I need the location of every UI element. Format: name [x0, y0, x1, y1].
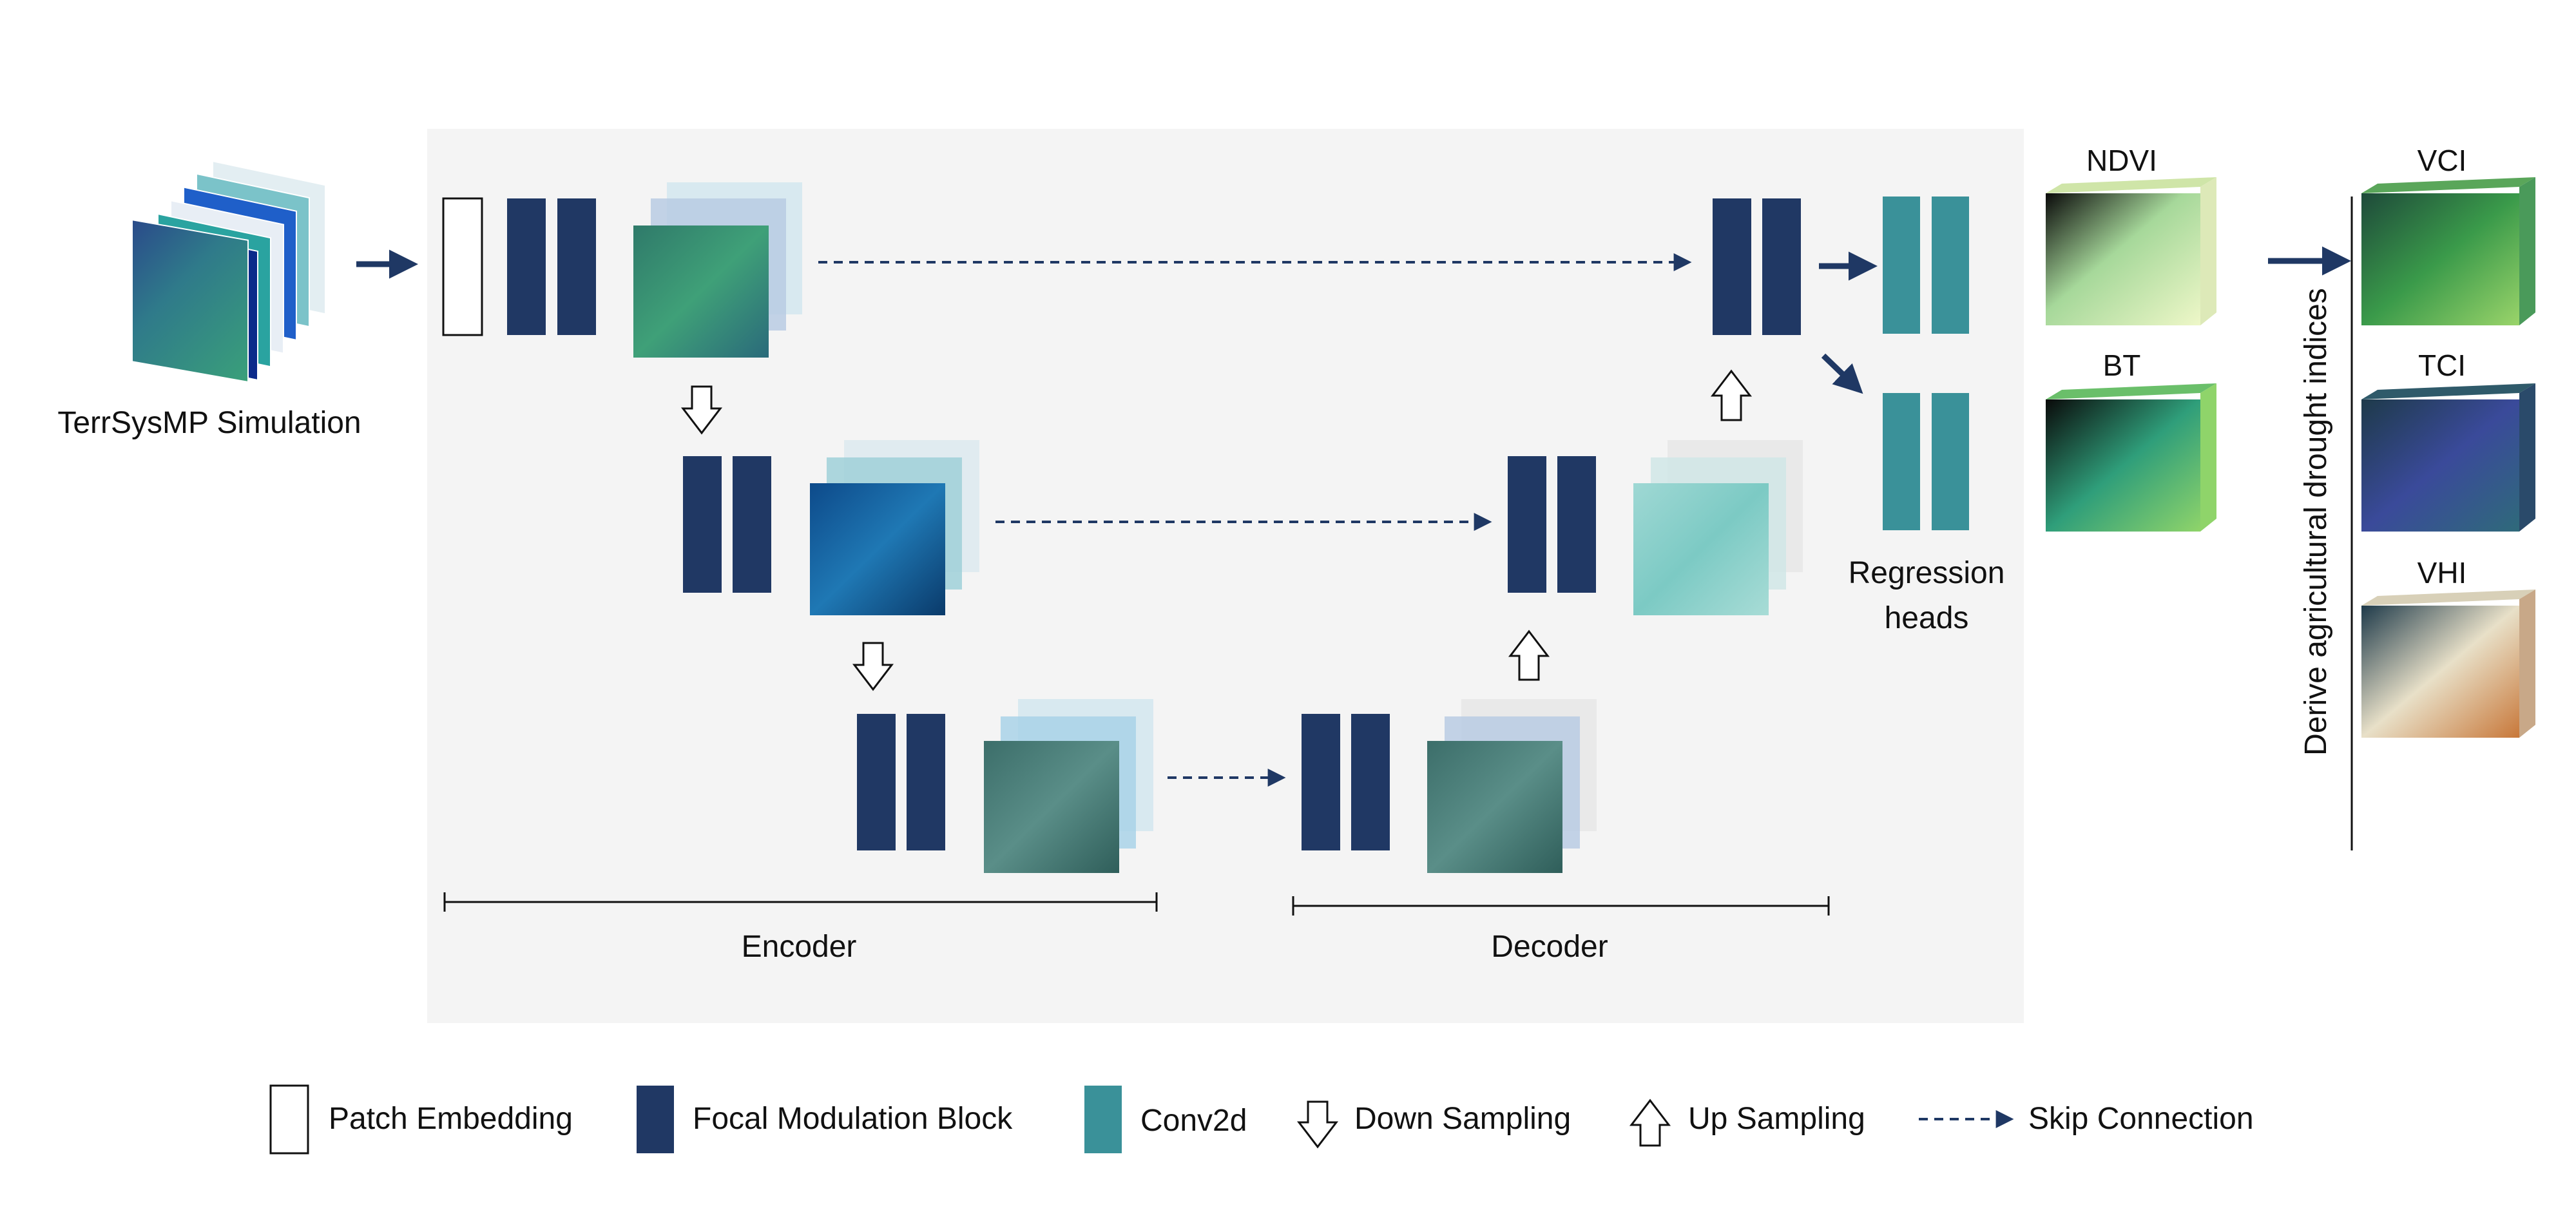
encoder-label: Encoder — [742, 930, 857, 964]
focal-block-e3-a — [857, 714, 896, 850]
tci-cube — [2361, 383, 2535, 532]
legend-conv2d-swatch — [1084, 1086, 1122, 1153]
legend: Patch Embedding Focal Modulation Block C… — [269, 1084, 2254, 1155]
legend-patch-embedding-label: Patch Embedding — [329, 1102, 573, 1136]
focal-block-d1-a — [1713, 198, 1751, 335]
focal-block-e2-b — [733, 456, 771, 593]
vhi-cube — [2361, 590, 2535, 738]
down-sampling-arrow-2 — [852, 642, 894, 691]
focal-block-e1-b — [557, 198, 596, 335]
legend-focal-block-label: Focal Modulation Block — [693, 1102, 1013, 1136]
decoder-label: Decoder — [1491, 930, 1608, 964]
down-sampling-arrow-1 — [680, 385, 723, 435]
focal-block-d2-b — [1557, 456, 1596, 593]
feature-map-stack-e3 — [984, 699, 1153, 873]
up-sampling-arrow-2 — [1710, 369, 1753, 421]
focal-block-e1-a — [507, 198, 546, 335]
bt-label: BT — [2103, 349, 2141, 382]
input-simulation-stack — [131, 160, 326, 383]
feature-map-stack-d3 — [1427, 699, 1597, 873]
focal-block-d2-a — [1508, 456, 1546, 593]
legend-skip-connection-label: Skip Connection — [2028, 1102, 2254, 1136]
heads-label-line1: Regression — [1849, 556, 2005, 590]
feature-map-stack-e1 — [633, 182, 802, 358]
input-label: TerrSysMP Simulation — [57, 406, 361, 440]
encoder-bracket — [443, 892, 1158, 912]
ndvi-cube — [2046, 177, 2216, 325]
focal-block-d3-a — [1302, 714, 1340, 850]
legend-focal-block-swatch — [637, 1086, 674, 1153]
vhi-label: VHI — [2417, 556, 2467, 590]
focal-block-e2-a — [683, 456, 722, 593]
feature-map-stack-d2 — [1633, 440, 1803, 615]
up-sampling-arrow-icon — [1629, 1098, 1671, 1147]
conv2d-head-1-b — [1932, 197, 1969, 334]
head-arrow-2 — [1821, 353, 1863, 394]
conv2d-head-2-b — [1932, 393, 1969, 530]
heads-label-line2: heads — [1885, 601, 1969, 635]
legend-patch-embedding-swatch — [269, 1084, 309, 1155]
up-sampling-arrow-1 — [1508, 629, 1550, 681]
vci-label: VCI — [2417, 144, 2467, 177]
bt-cube — [2046, 383, 2216, 532]
patch-embedding-block — [442, 197, 483, 336]
indices-side-label: Derive agricultural drought indices — [2299, 288, 2333, 756]
focal-block-e3-b — [907, 714, 945, 850]
conv2d-head-2-a — [1883, 393, 1920, 530]
focal-block-d3-b — [1351, 714, 1390, 850]
legend-up-sampling-label: Up Sampling — [1688, 1102, 1865, 1136]
ndvi-label: NDVI — [2086, 144, 2157, 177]
decoder-bracket — [1292, 896, 1830, 916]
focal-block-d1-b — [1762, 198, 1801, 335]
feature-map-stack-e2 — [810, 440, 979, 615]
legend-down-sampling-label: Down Sampling — [1354, 1102, 1571, 1136]
vci-cube — [2361, 177, 2535, 325]
legend-conv2d-label: Conv2d — [1140, 1104, 1247, 1138]
down-sampling-arrow-icon — [1296, 1100, 1339, 1149]
tci-label: TCI — [2418, 349, 2466, 382]
conv2d-head-1-a — [1883, 197, 1920, 334]
